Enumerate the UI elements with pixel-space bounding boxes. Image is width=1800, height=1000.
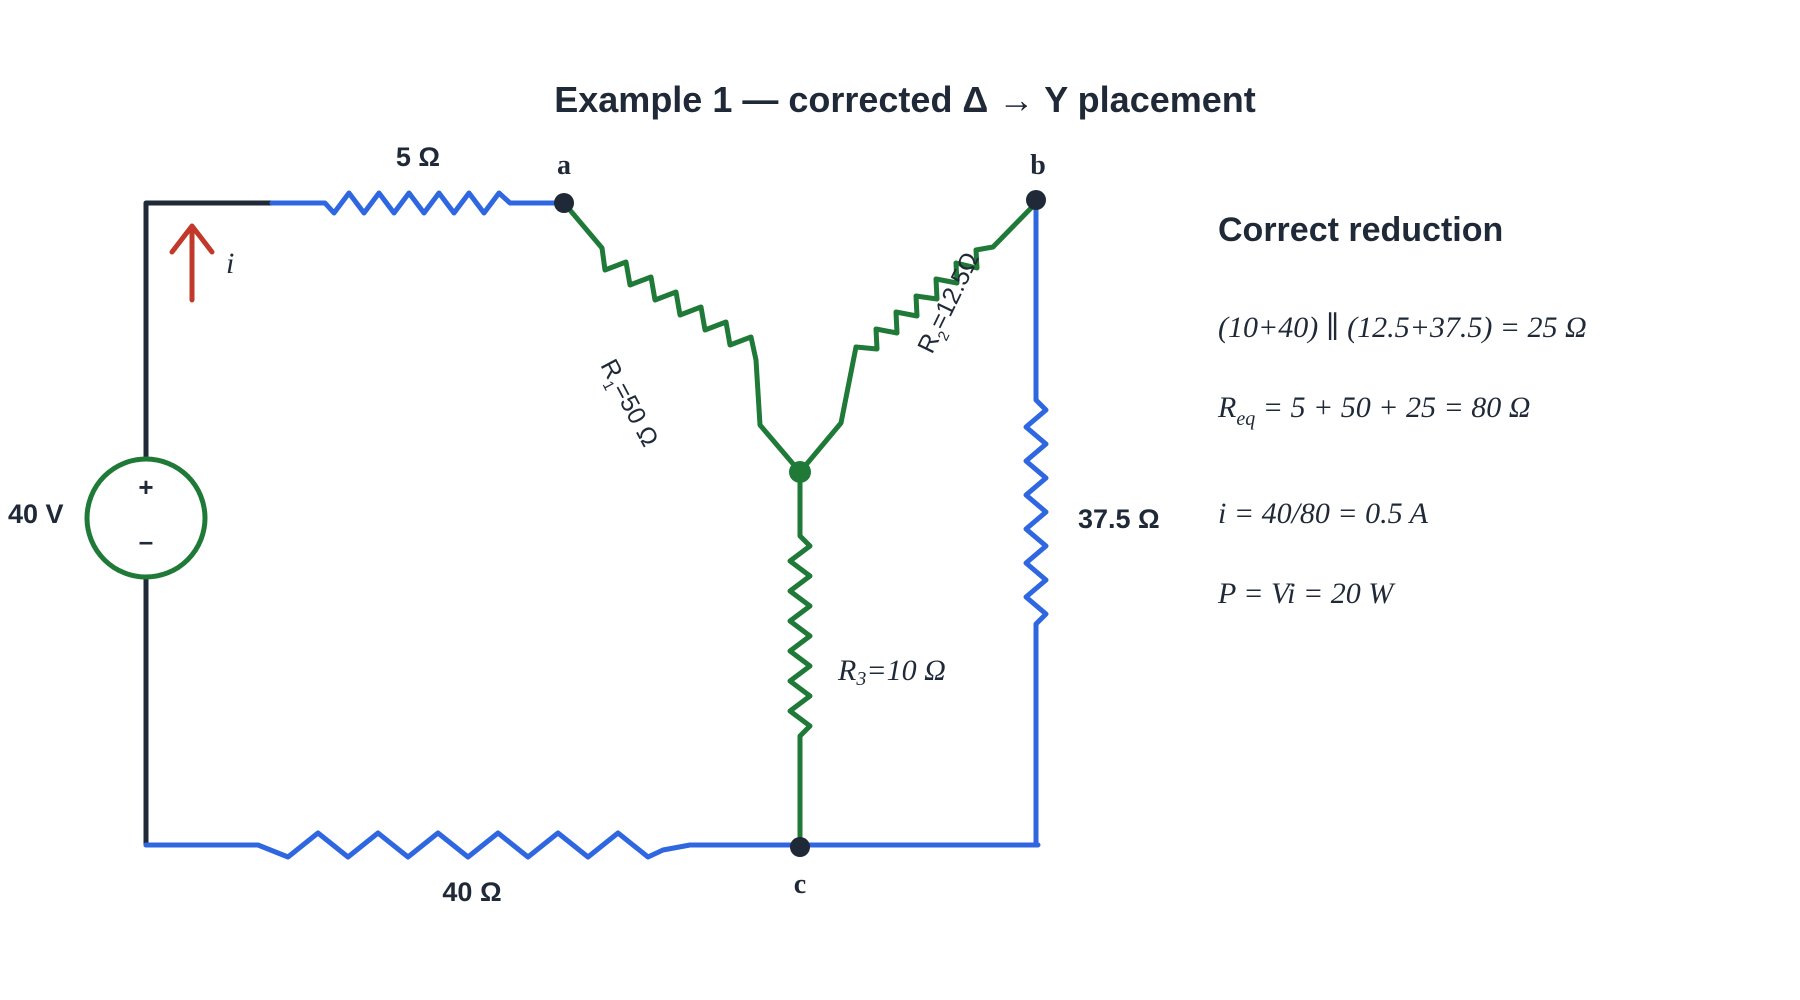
reduction-parallel-line: (10+40) ∥ (12.5+37.5) = 25 Ω bbox=[1218, 311, 1587, 344]
page-title: Example 1 — corrected Δ → Y placement bbox=[554, 79, 1256, 120]
left-wire-top bbox=[143, 200, 275, 463]
reduction-heading: Correct reduction bbox=[1218, 211, 1503, 249]
right-wire-with-resistor bbox=[1023, 200, 1049, 848]
node-b-dot bbox=[1026, 190, 1046, 210]
reduction-current-line: i = 40/80 = 0.5 A bbox=[1218, 497, 1429, 530]
bottom-wire-with-resistor bbox=[143, 830, 1041, 860]
r3-resistor bbox=[787, 469, 813, 848]
node-a-label: a bbox=[557, 150, 571, 181]
y-center-node-dot bbox=[789, 461, 811, 483]
r1-resistor bbox=[561, 200, 803, 475]
source-plus-sign: + bbox=[138, 472, 153, 502]
node-c-dot bbox=[790, 837, 810, 857]
reduction-power-line: P = Vi = 20 W bbox=[1217, 577, 1396, 610]
r2-label: R2=12.5Ω bbox=[912, 248, 989, 360]
reduction-req-line: Req = 5 + 50 + 25 = 80 Ω bbox=[1217, 391, 1530, 430]
voltage-source bbox=[84, 456, 208, 580]
r3-label: R3=10 Ω bbox=[837, 654, 946, 690]
resistor-37-5-ohm-label: 37.5 Ω bbox=[1078, 504, 1160, 534]
current-label: i bbox=[226, 247, 234, 280]
top-wire-with-resistor bbox=[269, 190, 567, 216]
source-minus-sign: – bbox=[139, 526, 153, 556]
node-b-label: b bbox=[1030, 150, 1046, 181]
current-arrow-icon bbox=[169, 223, 215, 303]
node-a-dot bbox=[554, 193, 574, 213]
r1-label: R1=50 Ω bbox=[590, 355, 663, 454]
source-voltage-label: 40 V bbox=[8, 499, 64, 529]
resistor-40-ohm-label: 40 Ω bbox=[442, 877, 501, 907]
node-c-label: c bbox=[794, 869, 806, 900]
r2-resistor bbox=[797, 200, 1039, 475]
resistor-5-ohm-label: 5 Ω bbox=[396, 142, 440, 172]
